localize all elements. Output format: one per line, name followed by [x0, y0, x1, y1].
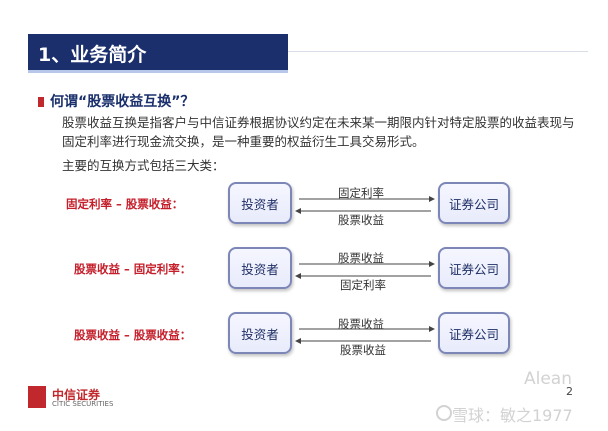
snowball-logo-icon: [436, 405, 452, 421]
bullet-icon: [38, 97, 44, 107]
flow-label-top: 股票收益: [338, 317, 384, 331]
title-bar: 1、业务简介: [28, 34, 288, 73]
securities-company-box: 证券公司: [438, 247, 510, 289]
watermark-text: Alean: [524, 369, 573, 389]
investor-box: 投资者: [228, 182, 292, 224]
citic-logo-base: [28, 404, 46, 408]
section-heading: 何谓“股票收益互换”？: [38, 91, 194, 111]
swap-type-label: 固定利率 – 股票收益：: [66, 197, 184, 211]
swap-type-label: 股票收益 – 股票收益：: [74, 328, 192, 342]
securities-company-box: 证券公司: [438, 312, 510, 354]
exchange-arrows: [295, 261, 435, 279]
swap-types-intro: 主要的互换方式包括三大类：: [62, 158, 225, 173]
title-divider: [288, 51, 588, 52]
description-paragraph: 股票收益互换是指客户与中信证券根据协议约定在未来某一期限内针对特定股票的收益表现…: [62, 115, 575, 149]
exchange-arrows: [295, 326, 435, 344]
investor-box: 投资者: [228, 247, 292, 289]
page-number: 2: [566, 385, 573, 398]
company-name-en: CITIC SECURITIES: [52, 400, 114, 408]
flow-label-bottom: 股票收益: [338, 213, 384, 227]
securities-company-box: 证券公司: [438, 182, 510, 224]
flow-label-top: 固定利率: [338, 186, 384, 200]
flow-label-bottom: 固定利率: [340, 278, 386, 292]
investor-box: 投资者: [228, 312, 292, 354]
section-heading-text: 何谓“股票收益互换”？: [50, 94, 195, 110]
flow-label-bottom: 股票收益: [340, 343, 386, 357]
swap-type-label: 股票收益 – 固定利率：: [74, 262, 192, 276]
flow-label-top: 股票收益: [338, 251, 384, 265]
watermark-author: 雪球：敏之1977: [452, 406, 573, 425]
company-name: 中信证券: [52, 388, 101, 402]
exchange-arrows: [295, 196, 435, 214]
citic-logo-icon: [28, 386, 46, 404]
page-title: 1、业务简介: [38, 44, 147, 66]
